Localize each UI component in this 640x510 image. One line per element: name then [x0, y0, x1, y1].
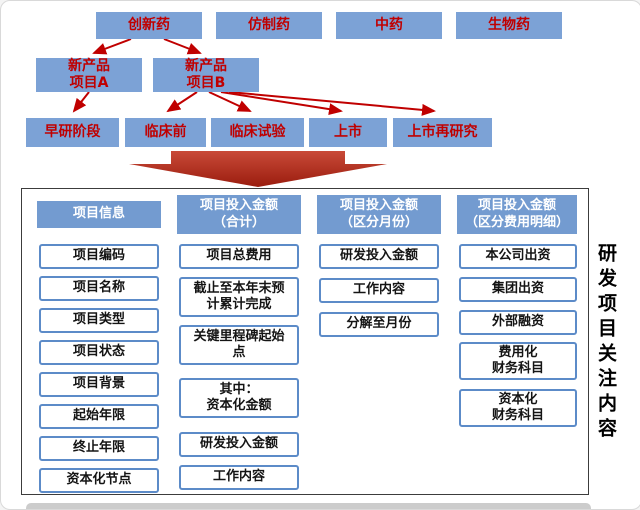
big-down-arrow: [129, 151, 387, 187]
detail-item: 研发投入金额: [179, 432, 299, 457]
detail-item: 资本化节点: [39, 468, 159, 493]
project-box-b: 新产品 项目B: [153, 58, 259, 92]
detail-item: 起始年限: [39, 404, 159, 429]
drug-type-box-generic: 仿制药: [216, 12, 322, 39]
column-header-amount-total: 项目投入金额 （合计）: [177, 195, 301, 234]
detail-item: 项目背景: [39, 372, 159, 397]
detail-item: 项目类型: [39, 308, 159, 333]
detail-item: 工作内容: [319, 278, 439, 303]
cut-off-bottom-element: [26, 503, 591, 509]
detail-item: 分解至月份: [319, 312, 439, 337]
stage-box-launch: 上市: [309, 118, 387, 147]
drug-type-box-innovative: 创新药: [96, 12, 202, 39]
column-header-project-info: 项目信息: [37, 201, 161, 228]
column-header-amount-by-expense: 项目投入金额 （区分费用明细）: [457, 195, 577, 234]
detail-item: 费用化 财务科目: [459, 342, 577, 380]
drug-type-box-tcm: 中药: [336, 12, 442, 39]
stage-box-preclinical: 临床前: [125, 118, 206, 147]
stage-box-clinical-trial: 临床试验: [211, 118, 304, 147]
detail-item: 研发投入金额: [319, 244, 439, 269]
detail-item: 本公司出资: [459, 244, 577, 269]
detail-item: 项目编码: [39, 244, 159, 269]
detail-item: 截止至本年末预 计累计完成: [179, 277, 299, 317]
side-caption: 研发项目关注内容: [595, 243, 617, 443]
detail-item: 终止年限: [39, 436, 159, 461]
detail-item: 工作内容: [179, 465, 299, 490]
detail-item: 项目名称: [39, 276, 159, 301]
drug-type-box-biologic: 生物药: [456, 12, 562, 39]
detail-item: 资本化 财务科目: [459, 389, 577, 427]
project-box-a: 新产品 项目A: [36, 58, 142, 92]
detail-item: 其中： 资本化金额: [179, 378, 299, 418]
detail-item: 项目总费用: [179, 244, 299, 269]
detail-item: 外部融资: [459, 310, 577, 335]
stage-box-early-research: 早研阶段: [26, 118, 119, 147]
detail-item: 项目状态: [39, 340, 159, 365]
stage-box-post-launch: 上市再研究: [393, 118, 492, 147]
detail-item: 关键里程碑起始 点: [179, 325, 299, 365]
detail-item: 集团出资: [459, 277, 577, 302]
column-header-amount-by-month: 项目投入金额 （区分月份）: [317, 195, 441, 234]
